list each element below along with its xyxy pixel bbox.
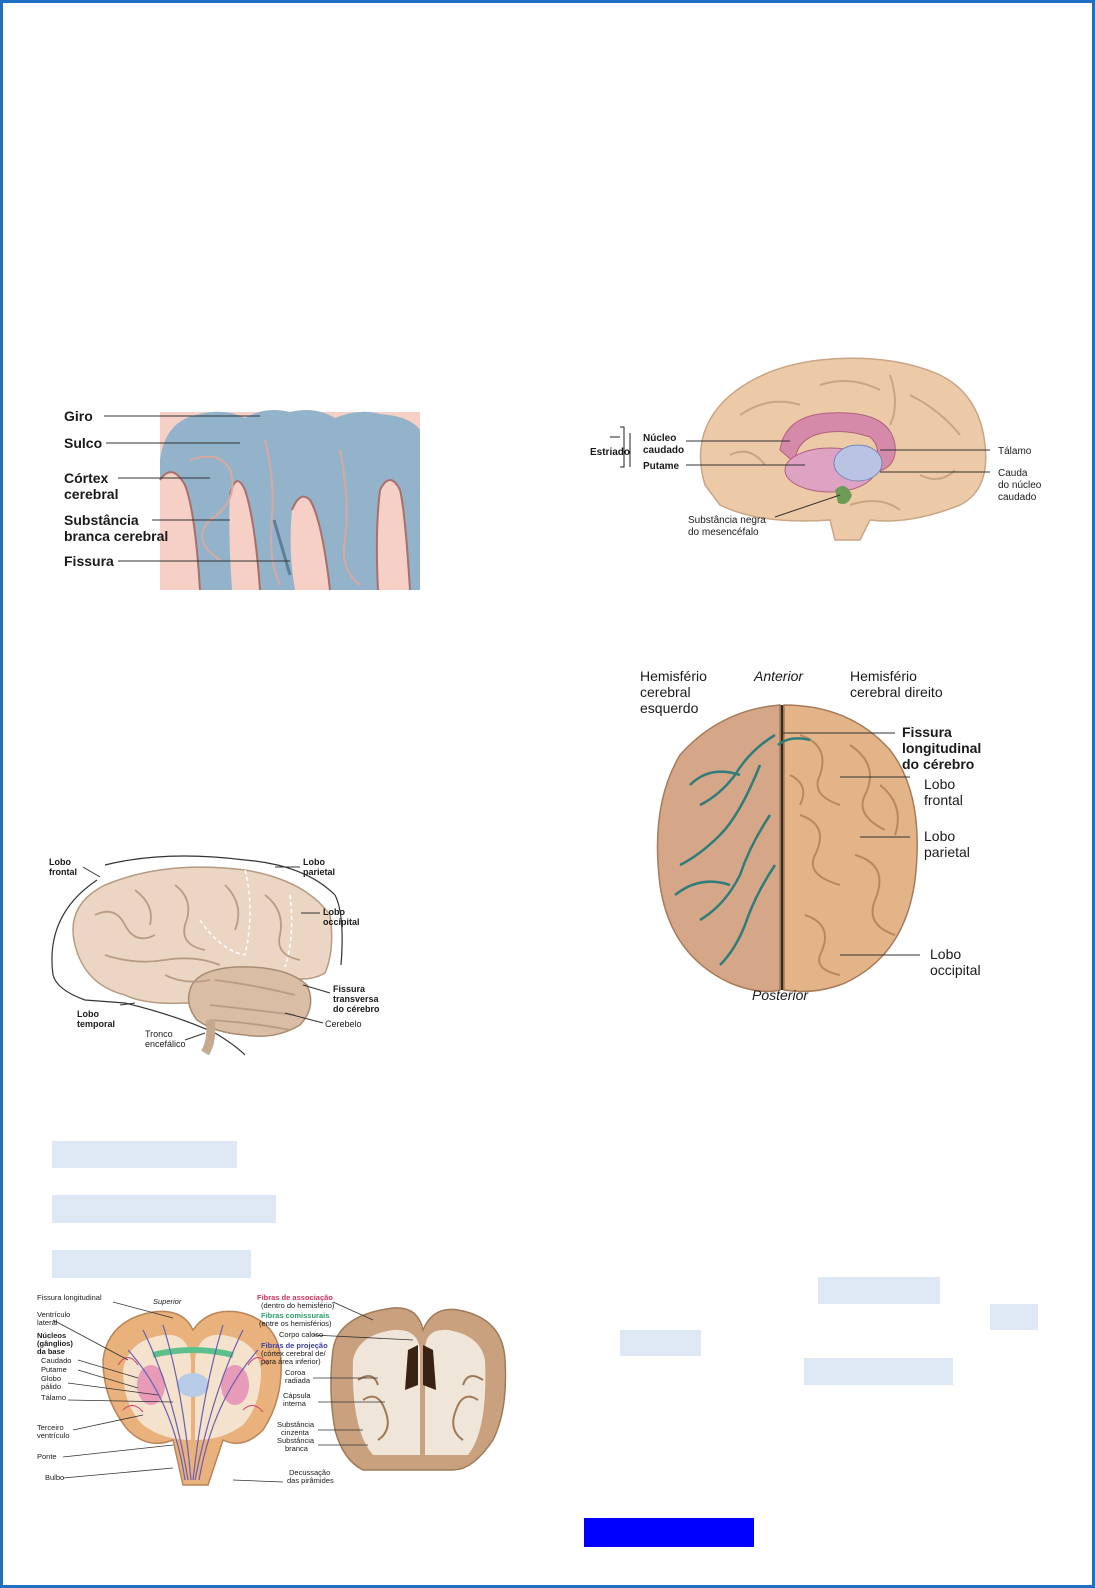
label-lobo-temporal-2: temporal <box>77 1019 115 1029</box>
label-substancia-cinzenta: Substância <box>277 1420 315 1429</box>
label-hemisferio-esquerdo: Hemisfério <box>640 668 707 684</box>
label-terceiro-ventriculo-2: ventrículo <box>37 1431 70 1440</box>
label-fibras-projecao-2: (córtex cerebral de/ <box>261 1349 327 1358</box>
label-lobo-occipital: Lobo <box>323 907 345 917</box>
blank-box <box>52 1141 237 1168</box>
label-talamo: Tálamo <box>41 1393 66 1402</box>
figure-lateral-view: Lobo frontal Lobo parietal Lobo occipita… <box>45 855 395 1065</box>
label-lobo-frontal: Lobo <box>49 857 71 867</box>
label-decussacao-2: das pirâmides <box>287 1476 334 1485</box>
label-ponte: Ponte <box>37 1452 57 1461</box>
blank-box <box>804 1358 953 1385</box>
label-hemisferio-esquerdo-2: cerebral <box>640 684 691 700</box>
label-sulco: Sulco <box>64 435 102 451</box>
label-fissura-longitudinal: Fissura longitudinal <box>37 1293 102 1302</box>
label-anterior: Anterior <box>753 668 804 684</box>
label-corpo-caloso: Corpo caloso <box>279 1330 323 1339</box>
label-tronco-encefalico: Tronco <box>145 1029 173 1039</box>
blue-box <box>584 1518 754 1547</box>
label-fibras-associacao: Fibras de associação <box>257 1293 333 1302</box>
figure-cortex-section: Giro Sulco Córtex cerebral Substância br… <box>60 400 430 590</box>
label-lobo-occipital-2: occipital <box>323 917 360 927</box>
label-substancia: Substância <box>64 512 139 528</box>
label-lobo-parietal: Lobo <box>303 857 325 867</box>
label-capsula-interna: Cápsula <box>283 1391 311 1400</box>
label-putame: Putame <box>643 461 680 472</box>
label-coroa-radiada-2: radiada <box>285 1376 311 1385</box>
label-estriado: Estriado <box>590 447 630 458</box>
label-fissura-longitudinal-2: longitudinal <box>902 740 981 756</box>
label-fibras-associacao-2: (dentro do hemisfério) <box>261 1301 335 1310</box>
label-coroa-radiada: Coroa <box>285 1368 306 1377</box>
figure-basal-nuclei: Estriado Núcleo caudado Putame Tálamo Ca… <box>590 355 1060 545</box>
label-lobo-occipital-2: occipital <box>930 962 981 978</box>
label-capsula-interna-2: interna <box>283 1399 307 1408</box>
label-substancia-branca-2: branca <box>285 1444 309 1453</box>
label-ventriculo-lateral: Ventrículo <box>37 1310 70 1319</box>
label-lobo-frontal-2: frontal <box>49 867 77 877</box>
label-cortex-2: cerebral <box>64 486 118 502</box>
blank-box <box>990 1304 1038 1330</box>
label-ventriculo-lateral-2: lateral <box>37 1318 58 1327</box>
label-substancia-branca: Substância <box>277 1436 315 1445</box>
label-nucleos-2: (gânglios) <box>37 1339 73 1348</box>
label-lobo-parietal: Lobo <box>924 828 955 844</box>
label-fissura-transversa: Fissura <box>333 984 366 994</box>
label-substancia-negra: Substância negra <box>688 515 766 526</box>
label-fibras-projecao-3: para área inferior) <box>261 1357 321 1366</box>
blank-box <box>52 1195 276 1223</box>
label-fissura-transversa-3: do cérebro <box>333 1004 380 1014</box>
label-hemisferio-direito: Hemisfério <box>850 668 917 684</box>
blank-box <box>818 1277 940 1304</box>
label-decussacao: Decussação <box>289 1468 330 1477</box>
label-superior: Superior <box>153 1297 182 1306</box>
label-giro: Giro <box>64 408 93 424</box>
label-substancia-2: branca cerebral <box>64 528 168 544</box>
label-terceiro-ventriculo: Terceiro <box>37 1423 64 1432</box>
label-fissura: Fissura <box>64 553 114 569</box>
label-fissura-longitudinal-3: do cérebro <box>902 756 974 772</box>
label-cauda-2: do núcleo <box>998 480 1042 491</box>
label-fissura-longitudinal: Fissura <box>902 724 952 740</box>
label-lobo-parietal-2: parietal <box>303 867 335 877</box>
figure-superior-view: Hemisfério cerebral esquerdo Anterior He… <box>640 665 1020 1015</box>
label-globo-palido: Globo <box>41 1374 61 1383</box>
label-substancia-negra-2: do mesencéfalo <box>688 527 759 538</box>
label-putame: Putame <box>41 1365 67 1374</box>
label-fibras-projecao: Fibras de projeção <box>261 1341 328 1350</box>
label-tronco-encefalico-2: encefálico <box>145 1039 186 1049</box>
label-nucleo-caudado-2: caudado <box>643 445 684 456</box>
label-fibras-comissurais: Fibras comissurais <box>261 1311 329 1320</box>
label-fissura-transversa-2: transversa <box>333 994 380 1004</box>
label-lobo-parietal-2: parietal <box>924 844 970 860</box>
blank-box <box>620 1330 701 1356</box>
label-fibras-comissurais-2: (entre os hemisférios) <box>259 1319 332 1328</box>
label-nucleo-caudado: Núcleo <box>643 433 676 444</box>
label-cerebelo: Cerebelo <box>325 1019 362 1029</box>
label-posterior: Posterior <box>752 987 809 1003</box>
label-talamo: Tálamo <box>998 446 1032 457</box>
label-caudado: Caudado <box>41 1356 71 1365</box>
label-cortex: Córtex <box>64 470 109 486</box>
label-nucleos-3: da base <box>37 1347 65 1356</box>
label-hemisferio-esquerdo-3: esquerdo <box>640 700 699 716</box>
figure-coronal-section: Fissura longitudinal Superior Ventrículo… <box>33 1290 513 1490</box>
label-hemisferio-direito-2: cerebral direito <box>850 684 943 700</box>
label-lobo-occipital: Lobo <box>930 946 961 962</box>
label-substancia-cinzenta-2: cinzenta <box>281 1428 310 1437</box>
label-cauda: Cauda <box>998 468 1028 479</box>
label-lobo-frontal: Lobo <box>924 776 955 792</box>
label-bulbo: Bulbo <box>45 1473 64 1482</box>
label-nucleos: Núcleos <box>37 1331 66 1340</box>
label-globo-palido-2: pálido <box>41 1382 61 1391</box>
blank-box <box>52 1250 251 1278</box>
label-lobo-temporal: Lobo <box>77 1009 99 1019</box>
label-cauda-3: caudado <box>998 492 1037 503</box>
label-lobo-frontal-2: frontal <box>924 792 963 808</box>
